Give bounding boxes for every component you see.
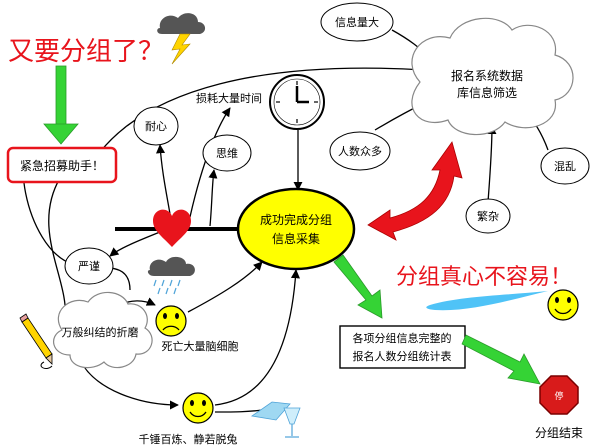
pencil-icon — [19, 313, 53, 369]
smiley-face-right-icon — [547, 289, 579, 321]
heart-icon — [153, 209, 191, 247]
node-info-volume-shape — [320, 2, 394, 42]
node-info-volume: 信息量大 — [335, 15, 379, 29]
node-patience: 耐心 — [145, 120, 167, 133]
red-double-arrow — [367, 141, 463, 241]
node-thinking: 思维 — [216, 147, 238, 160]
urgent-box: 紧急招募助手！ — [6, 146, 118, 184]
brain-cells-label: 死亡大量脑细胞 — [162, 339, 239, 353]
time-label: 损耗大量时间 — [196, 91, 262, 105]
end-label: 分组结束 — [535, 426, 583, 440]
left-cloud: 万般纠结的折磨 — [53, 291, 153, 369]
stop-sign-icon: 停 — [539, 375, 579, 415]
node-chaos: 混乱 — [554, 160, 576, 173]
node-rigor: 严谨 — [78, 259, 100, 273]
smiley-face-icon — [182, 392, 214, 424]
node-many-people-shape — [329, 131, 391, 171]
clock-icon — [269, 74, 325, 130]
node-rigor-shape — [64, 247, 114, 285]
green-arrow-result-to-end — [461, 334, 541, 385]
stop-sign-label: 停 — [554, 390, 563, 402]
node-complex: 繁杂 — [477, 209, 499, 223]
lightning-cloud-icon — [157, 13, 206, 65]
urgent-box-label: 紧急招募助手！ — [20, 158, 104, 173]
center-node: 成功完成分组 信息采集 — [236, 187, 356, 271]
node-complex-shape — [465, 198, 511, 234]
center-node-line1: 成功完成分组 — [260, 212, 332, 227]
node-patience-shape — [133, 106, 179, 146]
green-arrow-down — [43, 65, 79, 145]
blue-streak — [426, 291, 548, 311]
result-box: 各项分组信息完整的 报名人数分组统计表 — [339, 325, 466, 369]
left-cloud-label: 万般纠结的折磨 — [62, 325, 139, 339]
headline-right: 分组真心不容易！ — [396, 265, 572, 290]
main-cloud-line2: 库信息筛选 — [457, 85, 517, 100]
main-cloud: 报名系统数据 库信息筛选 — [411, 17, 574, 136]
node-thinking-shape — [202, 134, 252, 172]
main-cloud-line1: 报名系统数据 — [451, 68, 523, 83]
refined-label: 千锤百炼、静若脱兔 — [139, 432, 238, 446]
sad-face-icon — [155, 305, 187, 337]
result-box-line2: 报名人数分组统计表 — [353, 349, 452, 363]
node-many-people: 人数众多 — [338, 144, 382, 158]
green-arrow-center-to-result — [333, 254, 383, 319]
rain-cloud-icon — [147, 256, 195, 295]
headline-left: 又要分组了？ — [8, 37, 164, 67]
center-node-line2: 信息采集 — [272, 231, 320, 246]
water-glass-icon — [250, 401, 301, 438]
node-chaos-shape — [540, 147, 590, 185]
result-box-line1: 各项分组信息完整的 — [353, 331, 452, 345]
